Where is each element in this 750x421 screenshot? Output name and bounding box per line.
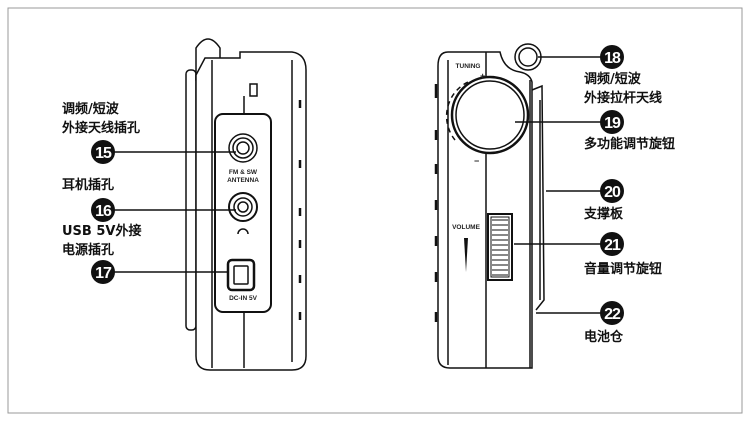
badge-21: 21 [600,232,624,256]
badge-16: 16 [91,198,115,222]
label-line: 外接拉杆天线 [584,91,663,106]
jack-panel [214,113,272,313]
label-18: 调频/短波 外接拉杆天线 [584,70,662,108]
headphone-icon [237,228,249,235]
tuning-plus: + [480,71,485,81]
frame [7,7,743,414]
label-line: 电源插孔 [62,243,115,258]
volume-wedge [464,238,468,272]
label-22: 电池仓 [584,330,624,345]
badge-20: 20 [600,179,624,203]
label-19: 多功能调节旋钮 [584,137,676,152]
volume-label: VOLUME [452,224,480,231]
stand-edge [185,69,197,331]
left-side-view [185,38,307,371]
tuning-label: TUNING [456,63,481,70]
label-17: USB 5V外接 电源插孔 [62,222,141,260]
badge-22: 22 [600,301,624,325]
label-16: 耳机插孔 [62,178,115,193]
label-line: 外接天线插孔 [62,121,141,136]
badge-15: 15 [91,140,115,164]
dc-in-label: DC-IN 5V [229,295,257,302]
callout-badges: 15 16 17 18 19 20 21 22 [91,45,624,325]
label-21: 音量调节旋钮 [584,262,663,277]
label-20: 支撑板 [584,207,624,222]
svg-text:18: 18 [604,50,621,67]
label-line: USB 5V外接 [62,224,142,239]
svg-text:21: 21 [604,237,621,254]
antenna-label-1: FM & SW [229,169,258,176]
left-leader-lines [112,151,236,273]
badge-18: 18 [600,45,624,69]
label-line: 调频/短波 [584,72,641,87]
label-15: 调频/短波 外接天线插孔 [62,100,140,138]
svg-text:20: 20 [604,184,621,201]
right-side-view [434,43,545,369]
label-line: 调频/短波 [62,102,119,117]
svg-text:22: 22 [604,306,621,323]
antenna-label-2: ANTENNA [227,177,259,184]
right-leader-lines [514,56,604,314]
svg-text:19: 19 [604,115,621,132]
volume-wheel [487,213,513,281]
tuning-knob [450,75,530,155]
badge-17: 17 [91,260,115,284]
tuning-minus: − [474,156,479,166]
svg-text:16: 16 [95,203,112,220]
svg-text:15: 15 [95,145,112,162]
badge-19: 19 [600,110,624,134]
svg-text:17: 17 [95,265,112,282]
